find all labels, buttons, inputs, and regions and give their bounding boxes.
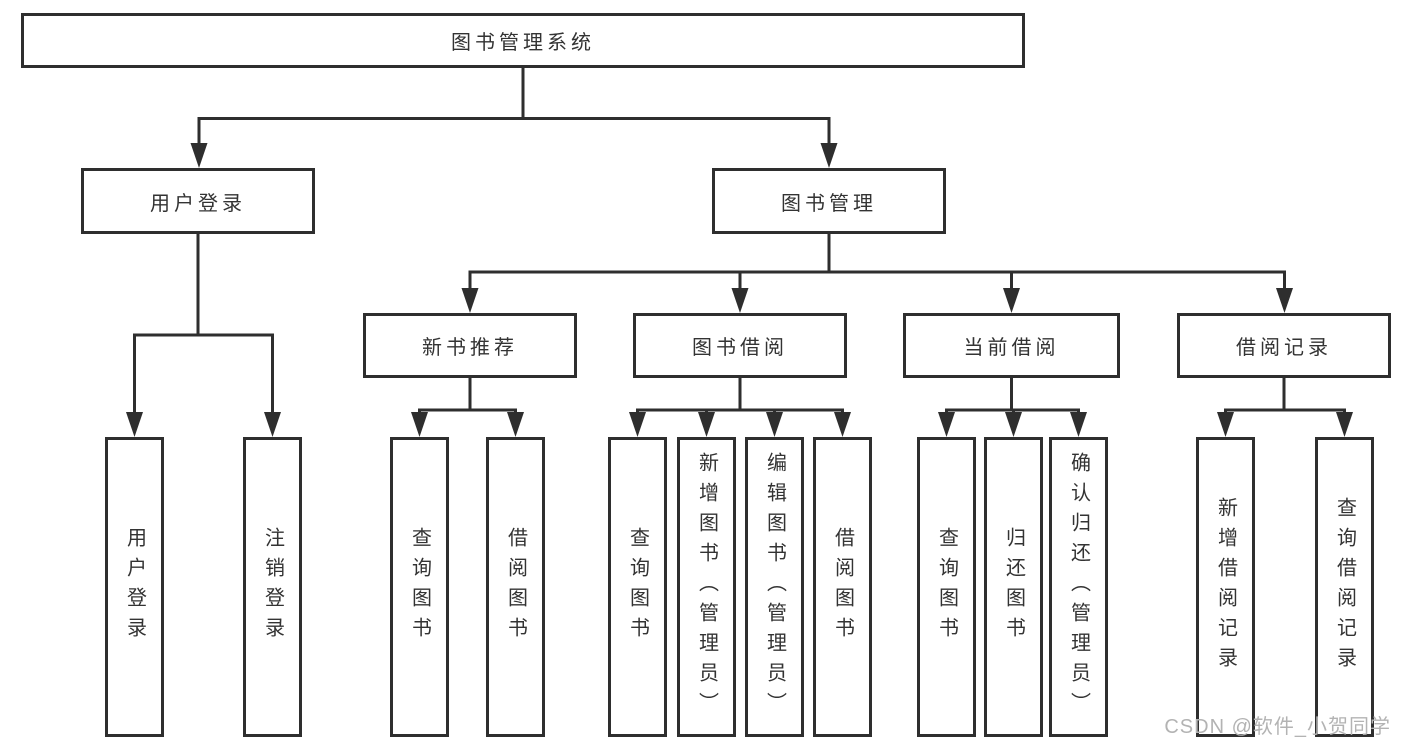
leaf-add-book-admin: 新增图书（管理员） <box>677 437 736 737</box>
node-new-book-recommendation: 新书推荐 <box>363 313 577 378</box>
leaf-label: 用户登录 <box>123 527 146 647</box>
leaf-label: 编辑图书（管理员） <box>763 452 786 722</box>
node-user-login: 用户登录 <box>81 168 315 234</box>
leaf-label: 确认归还（管理员） <box>1067 452 1090 722</box>
node-label: 图书管理 <box>781 192 877 215</box>
leaf-label: 新增图书（管理员） <box>695 452 718 722</box>
node-label: 新书推荐 <box>422 337 518 359</box>
node-book-borrowing: 图书借阅 <box>633 313 847 378</box>
node-borrowing-records: 借阅记录 <box>1177 313 1391 378</box>
leaf-borrow-books-recommend: 借阅图书 <box>486 437 545 737</box>
leaf-label: 注销登录 <box>261 527 284 647</box>
node-label: 图书借阅 <box>692 337 788 359</box>
leaf-query-books-borrowing: 查询图书 <box>608 437 667 737</box>
leaf-label: 归还图书 <box>1002 527 1025 647</box>
node-book-management: 图书管理 <box>712 168 946 234</box>
node-label: 用户登录 <box>150 192 246 215</box>
leaf-query-books-current: 查询图书 <box>917 437 976 737</box>
node-current-borrowing: 当前借阅 <box>903 313 1120 378</box>
leaf-label: 借阅图书 <box>504 527 527 647</box>
leaf-label: 查询图书 <box>935 527 958 647</box>
leaf-add-borrow-record: 新增借阅记录 <box>1196 437 1255 737</box>
leaf-borrow-books-borrowing: 借阅图书 <box>813 437 872 737</box>
leaf-logout: 注销登录 <box>243 437 302 737</box>
arrowheads <box>126 143 1353 437</box>
leaf-label: 查询借阅记录 <box>1333 497 1356 677</box>
leaf-label: 新增借阅记录 <box>1214 497 1237 677</box>
leaf-query-borrow-record: 查询借阅记录 <box>1315 437 1374 737</box>
node-label: 借阅记录 <box>1236 337 1332 359</box>
leaf-query-books-recommend: 查询图书 <box>390 437 449 737</box>
leaf-return-books: 归还图书 <box>984 437 1043 737</box>
leaf-label: 借阅图书 <box>831 527 854 647</box>
leaf-label: 查询图书 <box>408 527 431 647</box>
leaf-confirm-return-admin: 确认归还（管理员） <box>1049 437 1108 737</box>
node-label: 图书管理系统 <box>451 32 595 54</box>
node-library-management-system: 图书管理系统 <box>21 13 1025 68</box>
leaf-user-login: 用户登录 <box>105 437 164 737</box>
leaf-edit-book-admin: 编辑图书（管理员） <box>745 437 804 737</box>
watermark: CSDN @软件_小贺同学 <box>1164 716 1391 738</box>
node-label: 当前借阅 <box>963 337 1060 359</box>
leaf-label: 查询图书 <box>626 527 649 647</box>
